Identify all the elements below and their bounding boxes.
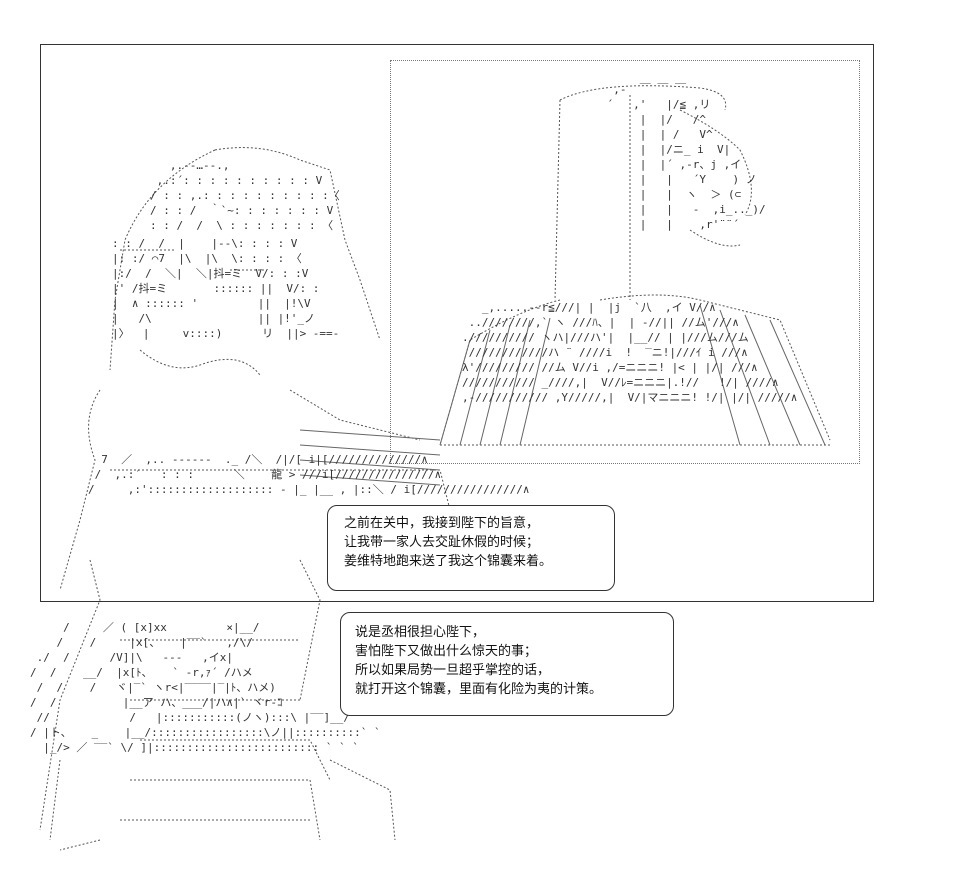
dragon-character: 龍 <box>271 468 283 481</box>
speech-bubble-2: 说是丞相很担心陛下， 害怕陛下又做出什么惊天的事； 所以如果局势一旦超乎掌控的话… <box>340 612 674 716</box>
bubble-2-line-3: 所以如果局势一旦超乎掌控的话， <box>355 663 551 678</box>
art-fragment-hair: ,.-‐…‐-., ,.:´: : : : : : : : : : V / : … <box>150 159 340 232</box>
bubble-2-line-2: 害怕陛下又做出什么惊天的事； <box>355 644 538 659</box>
bubble-1-line-3: 姜维特地跑来送了我这个锦囊来着。 <box>344 554 553 569</box>
bubble-2-line-1: 说是丞相很担心陛下， <box>355 625 486 640</box>
bubble-2-line-4: 就打开这个锦囊，里面有化险为夷的计策。 <box>355 682 603 697</box>
speech-bubble-1: 之前在关中，我接到陛下的旨意， 让我带一家人去交趾休假的时候； 姜维特地跑来送了… <box>327 505 615 591</box>
art-fragment-picture-face: ,- ￣ ￣ ￣ ´ ,' |/≦ ,リ | |/ /^ | | / V^ | … <box>606 83 766 231</box>
art-fragment-face: : : / / | |‐‐\: : : : V |: :/ ⌒7 |\ |\ \… <box>112 237 340 340</box>
art-fragment-label: 7 ／ ,.. -‐‐‐‐- ._ /＼ /|/[ i|[///////////… <box>88 453 530 496</box>
art-fragment-lower-body: / ／ ( [x]xx ×|__/ / / |x[、 |‾‾` ,/\/ ./ … <box>30 621 381 754</box>
art-fragment-picture-dress: _,.....--r≦///| | |j `八 ,イ V//∧ ..//////… <box>462 301 798 404</box>
outer-panel-frame <box>40 44 874 602</box>
bubble-1-line-2: 让我带一家人去交趾休假的时候； <box>344 535 540 550</box>
bubble-1-line-1: 之前在关中，我接到陛下的旨意， <box>344 516 540 531</box>
inner-picture-frame <box>390 60 860 464</box>
